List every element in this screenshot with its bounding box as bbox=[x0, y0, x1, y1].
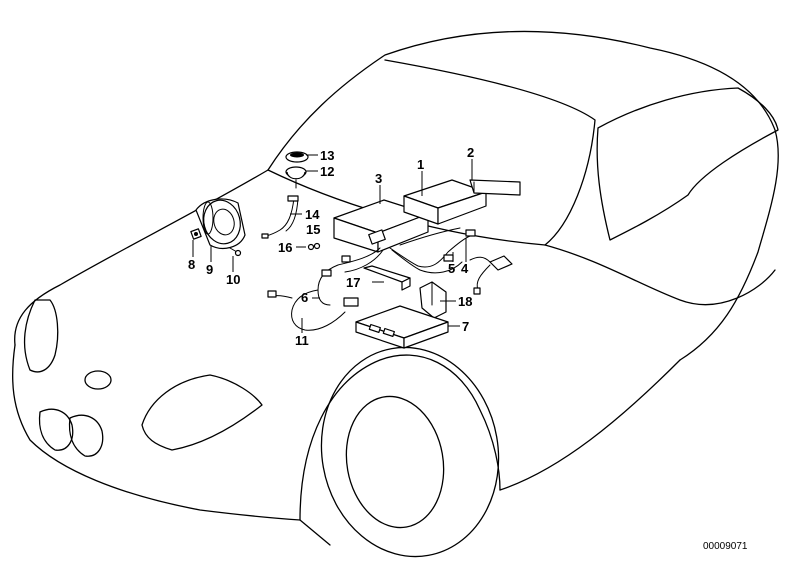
callout-14: 14 bbox=[305, 207, 320, 222]
wiring-harness bbox=[267, 227, 476, 331]
callout-15: 15 bbox=[306, 222, 320, 237]
part-1-control-unit bbox=[403, 179, 487, 225]
document-number: 00009071 bbox=[703, 541, 748, 552]
part-17-strip bbox=[363, 265, 411, 291]
callout-17: 17 bbox=[346, 275, 360, 290]
callout-5: 5 bbox=[448, 261, 455, 276]
callout-3: 3 bbox=[375, 171, 382, 186]
callout-18: 18 bbox=[458, 294, 472, 309]
callout-1: 1 bbox=[417, 157, 424, 172]
callout-16: 16 bbox=[278, 240, 292, 255]
callout-2: 2 bbox=[467, 145, 474, 160]
part-7-amplifier bbox=[355, 305, 449, 349]
part-10-screw bbox=[229, 247, 242, 257]
part-4-antenna-module bbox=[469, 255, 513, 295]
callout-7: 7 bbox=[462, 319, 469, 334]
part-3-radio-unit bbox=[333, 199, 429, 253]
part-8-clip bbox=[190, 228, 202, 240]
callouts: 1 2 3 4 5 6 7 8 9 10 11 12 13 14 15 16 1… bbox=[188, 145, 474, 348]
part-16-connector bbox=[307, 242, 321, 251]
callout-11: 11 bbox=[295, 333, 309, 348]
part-18-bracket bbox=[419, 281, 447, 319]
leader-lines bbox=[192, 154, 473, 333]
callout-4: 4 bbox=[461, 261, 469, 276]
callout-12: 12 bbox=[320, 164, 334, 179]
callout-13: 13 bbox=[320, 148, 334, 163]
part-14-wire bbox=[261, 195, 299, 239]
part-13-cover-cap bbox=[285, 151, 309, 163]
part-2-bracket bbox=[469, 179, 521, 196]
callout-10: 10 bbox=[226, 272, 240, 287]
callout-6: 6 bbox=[301, 290, 308, 305]
part-12-tweeter bbox=[285, 166, 307, 189]
car-body-outline bbox=[12, 30, 779, 558]
callout-9: 9 bbox=[206, 262, 213, 277]
callout-8: 8 bbox=[188, 257, 195, 272]
part-9-speaker bbox=[195, 198, 246, 249]
